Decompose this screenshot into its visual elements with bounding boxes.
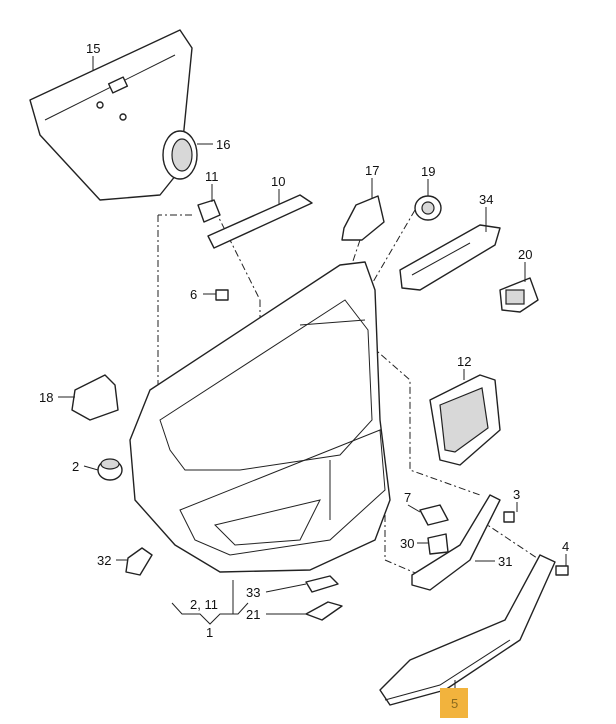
part-7-clip[interactable] — [419, 504, 449, 526]
part-17-bracket[interactable] — [341, 195, 385, 241]
group-brace — [171, 602, 249, 625]
label-33[interactable]: 33 — [246, 585, 260, 600]
label-16[interactable]: 16 — [216, 137, 230, 152]
label-12[interactable]: 12 — [457, 354, 471, 369]
label-4[interactable]: 4 — [562, 539, 569, 554]
part-2-bumper[interactable] — [97, 458, 123, 481]
label-2[interactable]: 2 — [72, 459, 79, 474]
label-5[interactable]: 5 — [451, 696, 458, 711]
label-21[interactable]: 21 — [246, 607, 260, 622]
label-3[interactable]: 3 — [513, 487, 520, 502]
label-17[interactable]: 17 — [365, 163, 379, 178]
label-10[interactable]: 10 — [271, 174, 285, 189]
part-10-trim-strip[interactable] — [207, 194, 313, 249]
part-3-screw[interactable] — [503, 511, 515, 523]
label-7[interactable]: 7 — [404, 490, 411, 505]
label-18[interactable]: 18 — [39, 390, 53, 405]
label-2-11[interactable]: 2, 11 — [190, 597, 218, 612]
label-30[interactable]: 30 — [400, 536, 414, 551]
part-4-screw[interactable] — [555, 565, 569, 576]
callout-labels: 15 16 11 10 17 19 34 20 6 12 18 2 3 7 4 … — [39, 41, 569, 711]
label-31[interactable]: 31 — [498, 554, 512, 569]
highlight-box — [440, 688, 468, 718]
part-34-handle-housing[interactable] — [399, 224, 501, 291]
label-11[interactable]: 11 — [205, 169, 219, 184]
part-11-clip[interactable] — [197, 199, 221, 223]
label-15[interactable]: 15 — [86, 41, 100, 56]
part-18-bracket[interactable] — [71, 374, 119, 421]
label-1[interactable]: 1 — [206, 625, 213, 640]
part-12-frame[interactable] — [429, 374, 501, 466]
part-19-cap[interactable] — [414, 195, 442, 221]
part-15-insulation-panel[interactable] — [29, 29, 193, 201]
part-31-handle-bracket[interactable] — [411, 494, 501, 591]
label-34[interactable]: 34 — [479, 192, 493, 207]
part-6-screw[interactable] — [215, 289, 229, 301]
part-30-clip[interactable] — [427, 533, 449, 555]
label-20[interactable]: 20 — [518, 247, 532, 262]
part-5-armrest[interactable] — [379, 554, 556, 706]
part-33-block[interactable] — [305, 575, 339, 593]
label-6[interactable]: 6 — [190, 287, 197, 302]
part-21-pad[interactable] — [305, 601, 343, 621]
label-32[interactable]: 32 — [97, 553, 111, 568]
leader-lines — [58, 56, 567, 690]
part-1-door-trim-panel[interactable] — [129, 261, 391, 573]
part-16-speaker-ring[interactable] — [162, 130, 198, 180]
part-32-pad[interactable] — [125, 547, 153, 576]
label-19[interactable]: 19 — [421, 164, 435, 179]
